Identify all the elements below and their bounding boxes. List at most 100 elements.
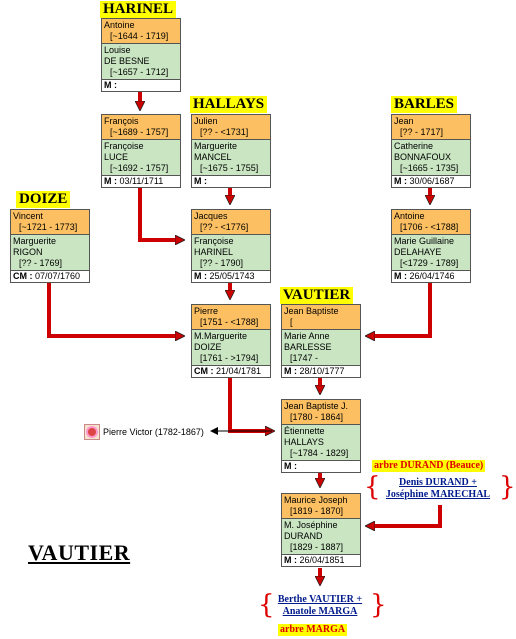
wife-dates: [~1675 - 1755]: [200, 163, 259, 173]
wife-cell: Françoise LUCE [~1692 - 1757]: [102, 140, 180, 176]
wife-surname: DE BESNE: [104, 56, 150, 66]
husband-dates: [?? - <1731]: [200, 127, 249, 137]
durand-couple-link[interactable]: Denis DURAND + Joséphine MARECHAL: [376, 477, 500, 501]
husband-dates: [1780 - 1864]: [290, 412, 344, 422]
marriage-type: M :: [284, 366, 297, 376]
husband-dates: [?? - 1717]: [400, 127, 444, 137]
husband-dates: [1751 - <1788]: [200, 317, 259, 327]
wife-cell: Catherine BONNAFOUX [~1665 - 1735]: [392, 140, 470, 176]
wife-name: Françoise: [194, 236, 234, 246]
wife-name: Marie Guillaine: [394, 236, 455, 246]
husband-cell: Jean Baptiste J. [1780 - 1864]: [282, 400, 360, 425]
couple-box-jean-baptiste-j-vautier[interactable]: Jean Baptiste J. [1780 - 1864] Étiennett…: [281, 399, 361, 473]
marriage-type: M :: [104, 176, 117, 186]
wife-cell: Étiennette HALLAYS [~1784 - 1829]: [282, 425, 360, 461]
couple-box-julien-hallays[interactable]: Julien [?? - <1731] Marguerite MANCEL [~…: [191, 114, 271, 188]
wife-dates: [?? - 1769]: [19, 258, 63, 268]
marriage-date: 21/04/1781: [216, 366, 262, 376]
couple-box-francois-harinel[interactable]: François [~1689 - 1757] Françoise LUCE […: [101, 114, 181, 188]
marriage-type: M :: [394, 271, 407, 281]
couple-box-antoine-harinel[interactable]: Antoine [~1644 - 1719] Louise DE BESNE […: [101, 18, 181, 92]
sibling-pierre-victor[interactable]: Pierre Victor (1782-1867): [84, 424, 204, 440]
wife-surname: DELAHAYE: [394, 247, 442, 257]
marriage-date: 03/11/1711: [119, 176, 164, 186]
husband-dates: [: [290, 317, 293, 327]
husband-dates: [~1644 - 1719]: [110, 31, 169, 41]
marriage-row: CM : 07/07/1760: [11, 271, 89, 282]
husband-name: Maurice Joseph: [284, 495, 348, 505]
wife-cell: M.Marguerite DOIZE [1761 - >1794]: [192, 330, 270, 366]
arrow-durand-c11: [368, 505, 442, 526]
arrow-c5-c8: [47, 282, 182, 336]
wife-cell: Marie Guillaine DELAHAYE [<1729 - 1789]: [392, 235, 470, 271]
couple-box-jean-barles[interactable]: Jean [?? - 1717] Catherine BONNAFOUX [~1…: [391, 114, 471, 188]
wife-dates: [~1665 - 1735]: [400, 163, 459, 173]
husband-cell: Vincent [~1721 - 1773]: [11, 210, 89, 235]
couple-box-antoine-barles[interactable]: Antoine [1706 - <1788] Marie Guillaine D…: [391, 209, 471, 283]
marriage-row: M : 03/11/1711: [102, 176, 180, 187]
brace-icon: }: [370, 590, 387, 620]
marriage-row: M : 28/10/1777: [282, 366, 360, 377]
husband-cell: Antoine [~1644 - 1719]: [102, 19, 180, 44]
wife-dates: [~1657 - 1712]: [110, 67, 169, 77]
husband-dates: [1819 - 1870]: [290, 506, 344, 516]
marriage-row: M :: [192, 176, 270, 187]
wife-dates: [~1692 - 1757]: [110, 163, 169, 173]
durand-tree-link[interactable]: arbre DURAND (Beauce): [372, 460, 486, 472]
husband-name: Pierre: [194, 306, 219, 316]
marriage-type: M :: [394, 176, 407, 186]
marriage-row: CM : 21/04/1781: [192, 366, 270, 377]
family-label-doize: DOIZE: [16, 191, 71, 208]
wife-cell: M. Joséphine DURAND [1829 - 1887]: [282, 519, 360, 555]
marriage-row: M : 26/04/1851: [282, 555, 360, 566]
husband-name: Julien: [194, 116, 218, 126]
marga-tree-link[interactable]: arbre MARGA: [278, 624, 348, 636]
wife-surname: HALLAYS: [284, 437, 324, 447]
wife-surname: RIGON: [13, 247, 43, 257]
wife-surname: BARLESSE: [284, 342, 332, 352]
wife-dates: [1747 -: [290, 353, 319, 363]
husband-cell: Julien [?? - <1731]: [192, 115, 270, 140]
family-label-harinel: HARINEL: [100, 1, 177, 18]
husband-cell: Antoine [1706 - <1788]: [392, 210, 470, 235]
marriage-type: M :: [104, 80, 117, 90]
arrow-c7-c9: [368, 282, 432, 336]
couple-box-jean-baptiste-vautier[interactable]: Jean Baptiste [ Marie Anne BARLESSE [174…: [281, 304, 361, 378]
husband-cell: Jean Baptiste [: [282, 305, 360, 330]
husband-cell: Jean [?? - 1717]: [392, 115, 470, 140]
marriage-type: M :: [284, 461, 297, 471]
marriage-date: 26/04/1851: [299, 555, 345, 565]
wife-dates: [~1784 - 1829]: [290, 448, 349, 458]
durand-couple-line1: Denis DURAND +: [399, 477, 477, 488]
husband-name: François: [104, 116, 139, 126]
marriage-date: 30/06/1687: [409, 176, 455, 186]
husband-name: Jean Baptiste: [284, 306, 339, 316]
flower-icon: [84, 424, 100, 440]
husband-name: Jean Baptiste J.: [284, 401, 349, 411]
marga-couple-link[interactable]: Berthe VAUTIER + Anatole MARGA: [268, 594, 372, 618]
couple-box-jacques-hallays[interactable]: Jacques [?? - <1776] Françoise HARINEL […: [191, 209, 271, 283]
marriage-date: 26/04/1746: [409, 271, 455, 281]
husband-cell: François [~1689 - 1757]: [102, 115, 180, 140]
husband-dates: [~1721 - 1773]: [19, 222, 78, 232]
brace-icon: {: [258, 590, 275, 620]
family-label-vautier: VAUTIER: [280, 287, 354, 304]
wife-surname: BONNAFOUX: [394, 152, 452, 162]
arrow-c8-c10: [228, 377, 272, 431]
husband-cell: Jacques [?? - <1776]: [192, 210, 270, 235]
couple-box-pierre-vautier[interactable]: Pierre [1751 - <1788] M.Marguerite DOIZE…: [191, 304, 271, 378]
wife-name: Catherine: [394, 141, 434, 151]
husband-dates: [?? - <1776]: [200, 222, 249, 232]
couple-box-maurice-joseph-vautier[interactable]: Maurice Joseph [1819 - 1870] M. Joséphin…: [281, 493, 361, 567]
wife-dates: [1829 - 1887]: [290, 542, 344, 552]
marriage-row: M : 25/05/1743: [192, 271, 270, 282]
couple-box-vincent-doize[interactable]: Vincent [~1721 - 1773] Marguerite RIGON …: [10, 209, 90, 283]
wife-surname: HARINEL: [194, 247, 234, 257]
wife-cell: Marie Anne BARLESSE [1747 -: [282, 330, 360, 366]
wife-cell: Marguerite MANCEL [~1675 - 1755]: [192, 140, 270, 176]
family-label-barles: BARLES: [391, 96, 458, 113]
marriage-type: M :: [284, 555, 297, 565]
husband-dates: [~1689 - 1757]: [110, 127, 169, 137]
wife-surname: LUCE: [104, 152, 129, 162]
marriage-row: M :: [102, 80, 180, 91]
